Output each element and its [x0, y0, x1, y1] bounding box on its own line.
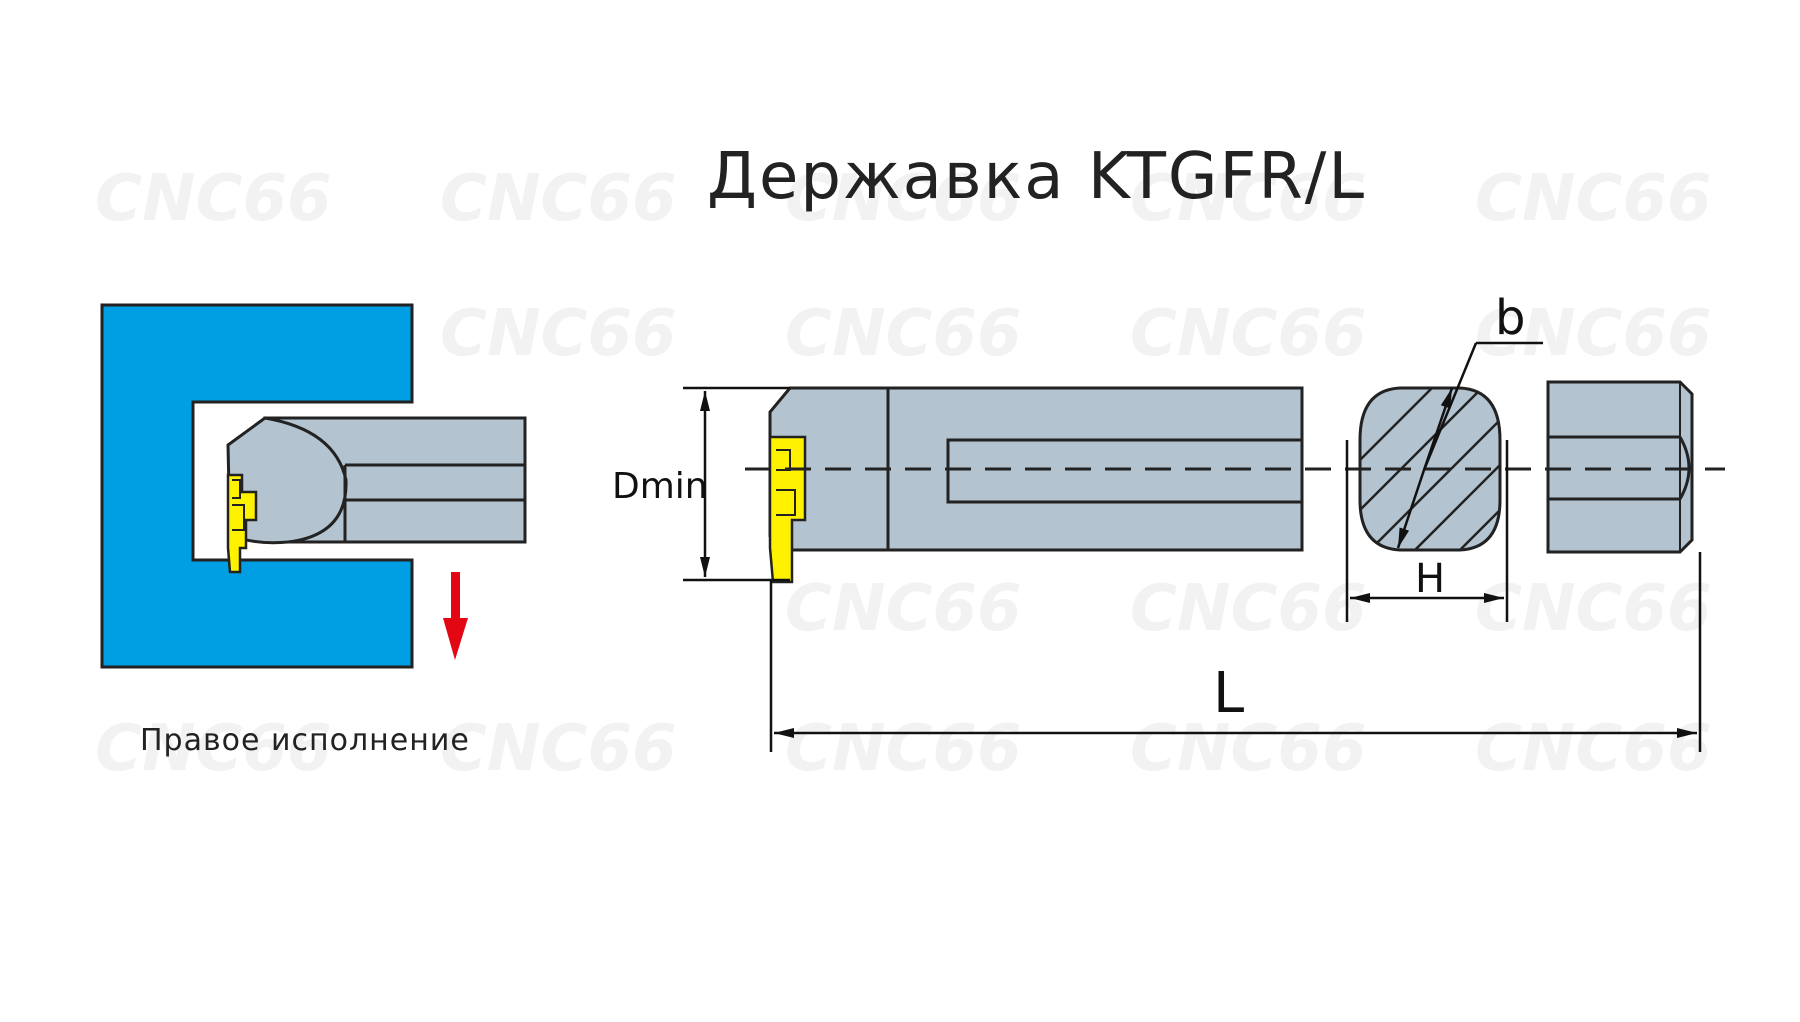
- workpiece-section: [100, 303, 414, 669]
- watermark-text: CNC66: [1475, 572, 1712, 646]
- watermark-text: CNC66: [785, 297, 1022, 371]
- watermark-layer: CNC66 CNC66 CNC66 CNC66 CNC66 CNC66 CNC6…: [95, 162, 1712, 786]
- width-label: b: [1495, 290, 1525, 346]
- diagram-title: Державка KTGFR/L: [707, 140, 1366, 214]
- width-dimension: b: [1396, 290, 1543, 549]
- version-caption: Правое исполнение: [140, 723, 470, 758]
- length-label: L: [1213, 661, 1244, 726]
- watermark-text: CNC66: [1475, 162, 1712, 236]
- holder-end-view: [1546, 380, 1694, 554]
- length-dimension: L: [769, 552, 1702, 752]
- watermark-text: CNC66: [785, 712, 1022, 786]
- watermark-text: CNC66: [1130, 712, 1367, 786]
- watermark-text: CNC66: [440, 297, 677, 371]
- watermark-text: CNC66: [1130, 572, 1367, 646]
- feed-direction-arrow: [443, 572, 468, 660]
- dmin-label: Dmin: [612, 466, 708, 507]
- watermark-text: CNC66: [1475, 297, 1712, 371]
- height-label: H: [1415, 556, 1445, 602]
- watermark-text: CNC66: [785, 572, 1022, 646]
- watermark-text: CNC66: [1130, 297, 1367, 371]
- watermark-text: CNC66: [440, 162, 677, 236]
- watermark-text: CNC66: [440, 712, 677, 786]
- dmin-dimension: Dmin: [612, 386, 790, 582]
- boring-bar-side-view: [226, 416, 527, 545]
- insert-left: [226, 473, 258, 574]
- watermark-text: CNC66: [1130, 162, 1367, 236]
- watermark-text: CNC66: [1475, 712, 1712, 786]
- watermark-text: CNC66: [95, 162, 332, 236]
- watermark-text: CNC66: [95, 712, 332, 786]
- height-dimension: H: [1345, 440, 1509, 622]
- insert-main: [768, 435, 807, 584]
- watermark-text: CNC66: [785, 162, 1022, 236]
